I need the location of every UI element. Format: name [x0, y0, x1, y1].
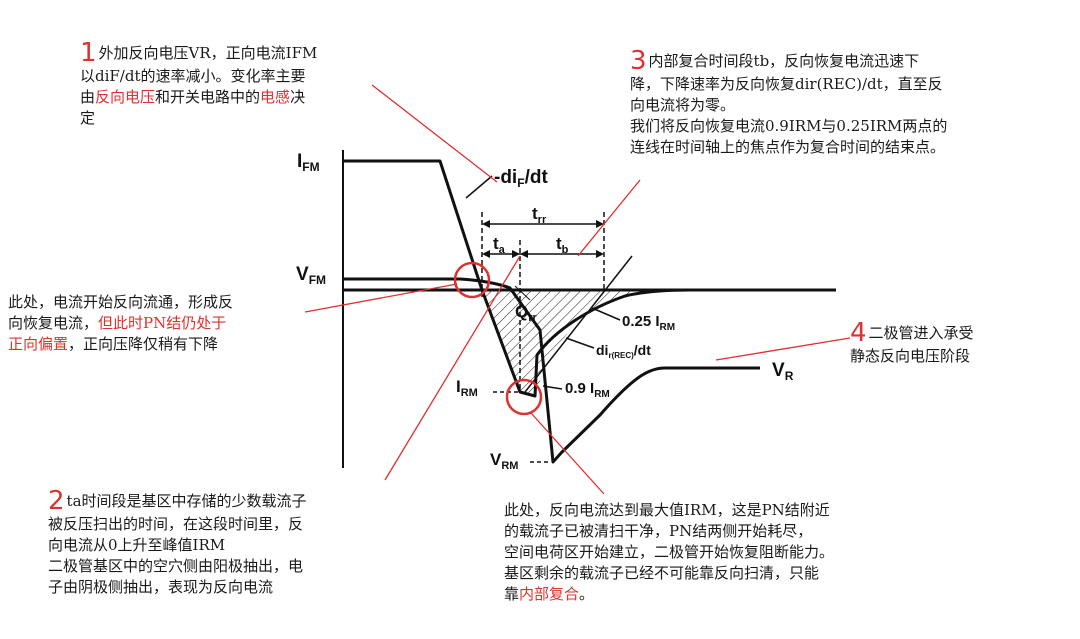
callout-circle-start	[453, 261, 491, 299]
callout-line-left	[304, 283, 458, 313]
annotation-left-line3: 正向偏置，正向压降仅稍有下降	[8, 335, 219, 353]
annotation-2-line3: 向电流从0上升至峰值IRM	[48, 536, 226, 554]
vr-label: VR	[772, 360, 794, 383]
ta-label: ta	[493, 234, 506, 256]
annotation-2-line2: 被反压扫出的时间，在这段时间里，反	[48, 515, 304, 533]
p09-pointer	[542, 385, 563, 390]
callout-line-2	[384, 255, 521, 481]
annotation-4-number: 4	[850, 318, 867, 348]
annotation-3-line2: 降，下降速率为反向恢复dir(REC)/dt，直至反	[630, 75, 943, 93]
annotation-2-line5: 子由阴极侧抽出，表现为反向电流	[48, 578, 274, 596]
ta-arrow-left-head	[482, 250, 490, 258]
annotation-3-line4: 我们将反向恢复电流0.9IRM与0.25IRM两点的	[630, 117, 948, 135]
dif-dt-label: -diF/dt	[494, 167, 548, 190]
annotation-bottom-line3: 空间电荷区开始建立，二极管开始恢复阻断能力。	[504, 543, 835, 561]
p025-label: 0.25 IRM	[622, 313, 675, 333]
p09-label: 0.9 IRM	[565, 380, 610, 400]
callout-line-3	[577, 179, 641, 257]
ta-arrow-right-head	[512, 250, 520, 258]
vfm-label: VFM	[296, 264, 326, 287]
annotation-3-line5: 连线在时间轴上的焦点作为复合时间的结束点。	[630, 138, 946, 156]
annotation-bottom-line4: 基区剩余的载流子已经不可能靠反向扫清，只能	[504, 564, 820, 582]
qrr-pointer	[514, 285, 531, 301]
annotation-bottom: 此处，反向电流达到最大值IRM，这是PN结附近 的载流子已被清扫干净，PN结两侧…	[504, 500, 834, 605]
annotation-left: 此处，电流开始反向流通，形成反 向恢复电流，但此时PN结仍处于 正向偏置，正向压…	[8, 292, 233, 355]
p025-pointer	[591, 307, 621, 321]
qrr-label: Qrr	[515, 302, 538, 324]
tb-arrow-right-head	[596, 250, 604, 258]
annotation-bottom-line5: 靠内部复合。	[504, 585, 595, 603]
recovery-tangent-line	[524, 255, 633, 393]
qrr-shaded-region	[482, 290, 660, 396]
annotation-1-line4: 定	[80, 109, 96, 127]
annotation-1-number: 1	[80, 38, 97, 68]
annotation-4-line2: 静态反向电压阶段	[850, 347, 971, 365]
annotation-3-number: 3	[630, 46, 647, 76]
callout-line-bottom	[530, 412, 605, 495]
callout-line-4	[715, 337, 851, 361]
voltage-curve	[343, 277, 760, 464]
trr-label: trr	[532, 204, 547, 226]
ifm-label: IFM	[297, 151, 320, 174]
irm-label: IRM	[456, 377, 478, 399]
dif-dt-pointer	[465, 175, 493, 199]
annotation-left-line2: 向恢复电流，但此时PN结仍处于	[8, 314, 227, 332]
dirrec-pointer	[565, 337, 595, 349]
annotation-3-line3: 向电流将为零。	[630, 96, 736, 114]
callout-line-1	[371, 84, 498, 183]
annotation-1-line3: 由反向电压和开关电路中的电感决	[80, 88, 306, 106]
annotation-bottom-line1: 此处，反向电流达到最大值IRM，这是PN结附近	[504, 501, 830, 519]
dirrec-label: dir(REC)/dt	[596, 342, 651, 360]
trr-arrow-left-head	[482, 220, 490, 228]
current-curve	[343, 159, 691, 398]
tb-label: tb	[556, 234, 569, 256]
callout-circle-peak	[505, 378, 543, 416]
annotation-bottom-line2: 的载流子已被清扫干净，PN结两侧开始耗尽，	[504, 522, 813, 540]
annotation-left-line1: 此处，电流开始反向流通，形成反	[8, 293, 234, 311]
annotation-2-line4: 二极管基区中的空穴侧由阳极抽出，电	[48, 557, 304, 575]
vrm-label: VRM	[490, 450, 518, 472]
tb-arrow-left-head	[520, 250, 528, 258]
annotation-2-number: 2	[48, 486, 65, 516]
trr-arrow-right-head	[596, 220, 604, 228]
annotation-1-line2: 以diF/dt的速率减小。变化率主要	[80, 67, 306, 85]
